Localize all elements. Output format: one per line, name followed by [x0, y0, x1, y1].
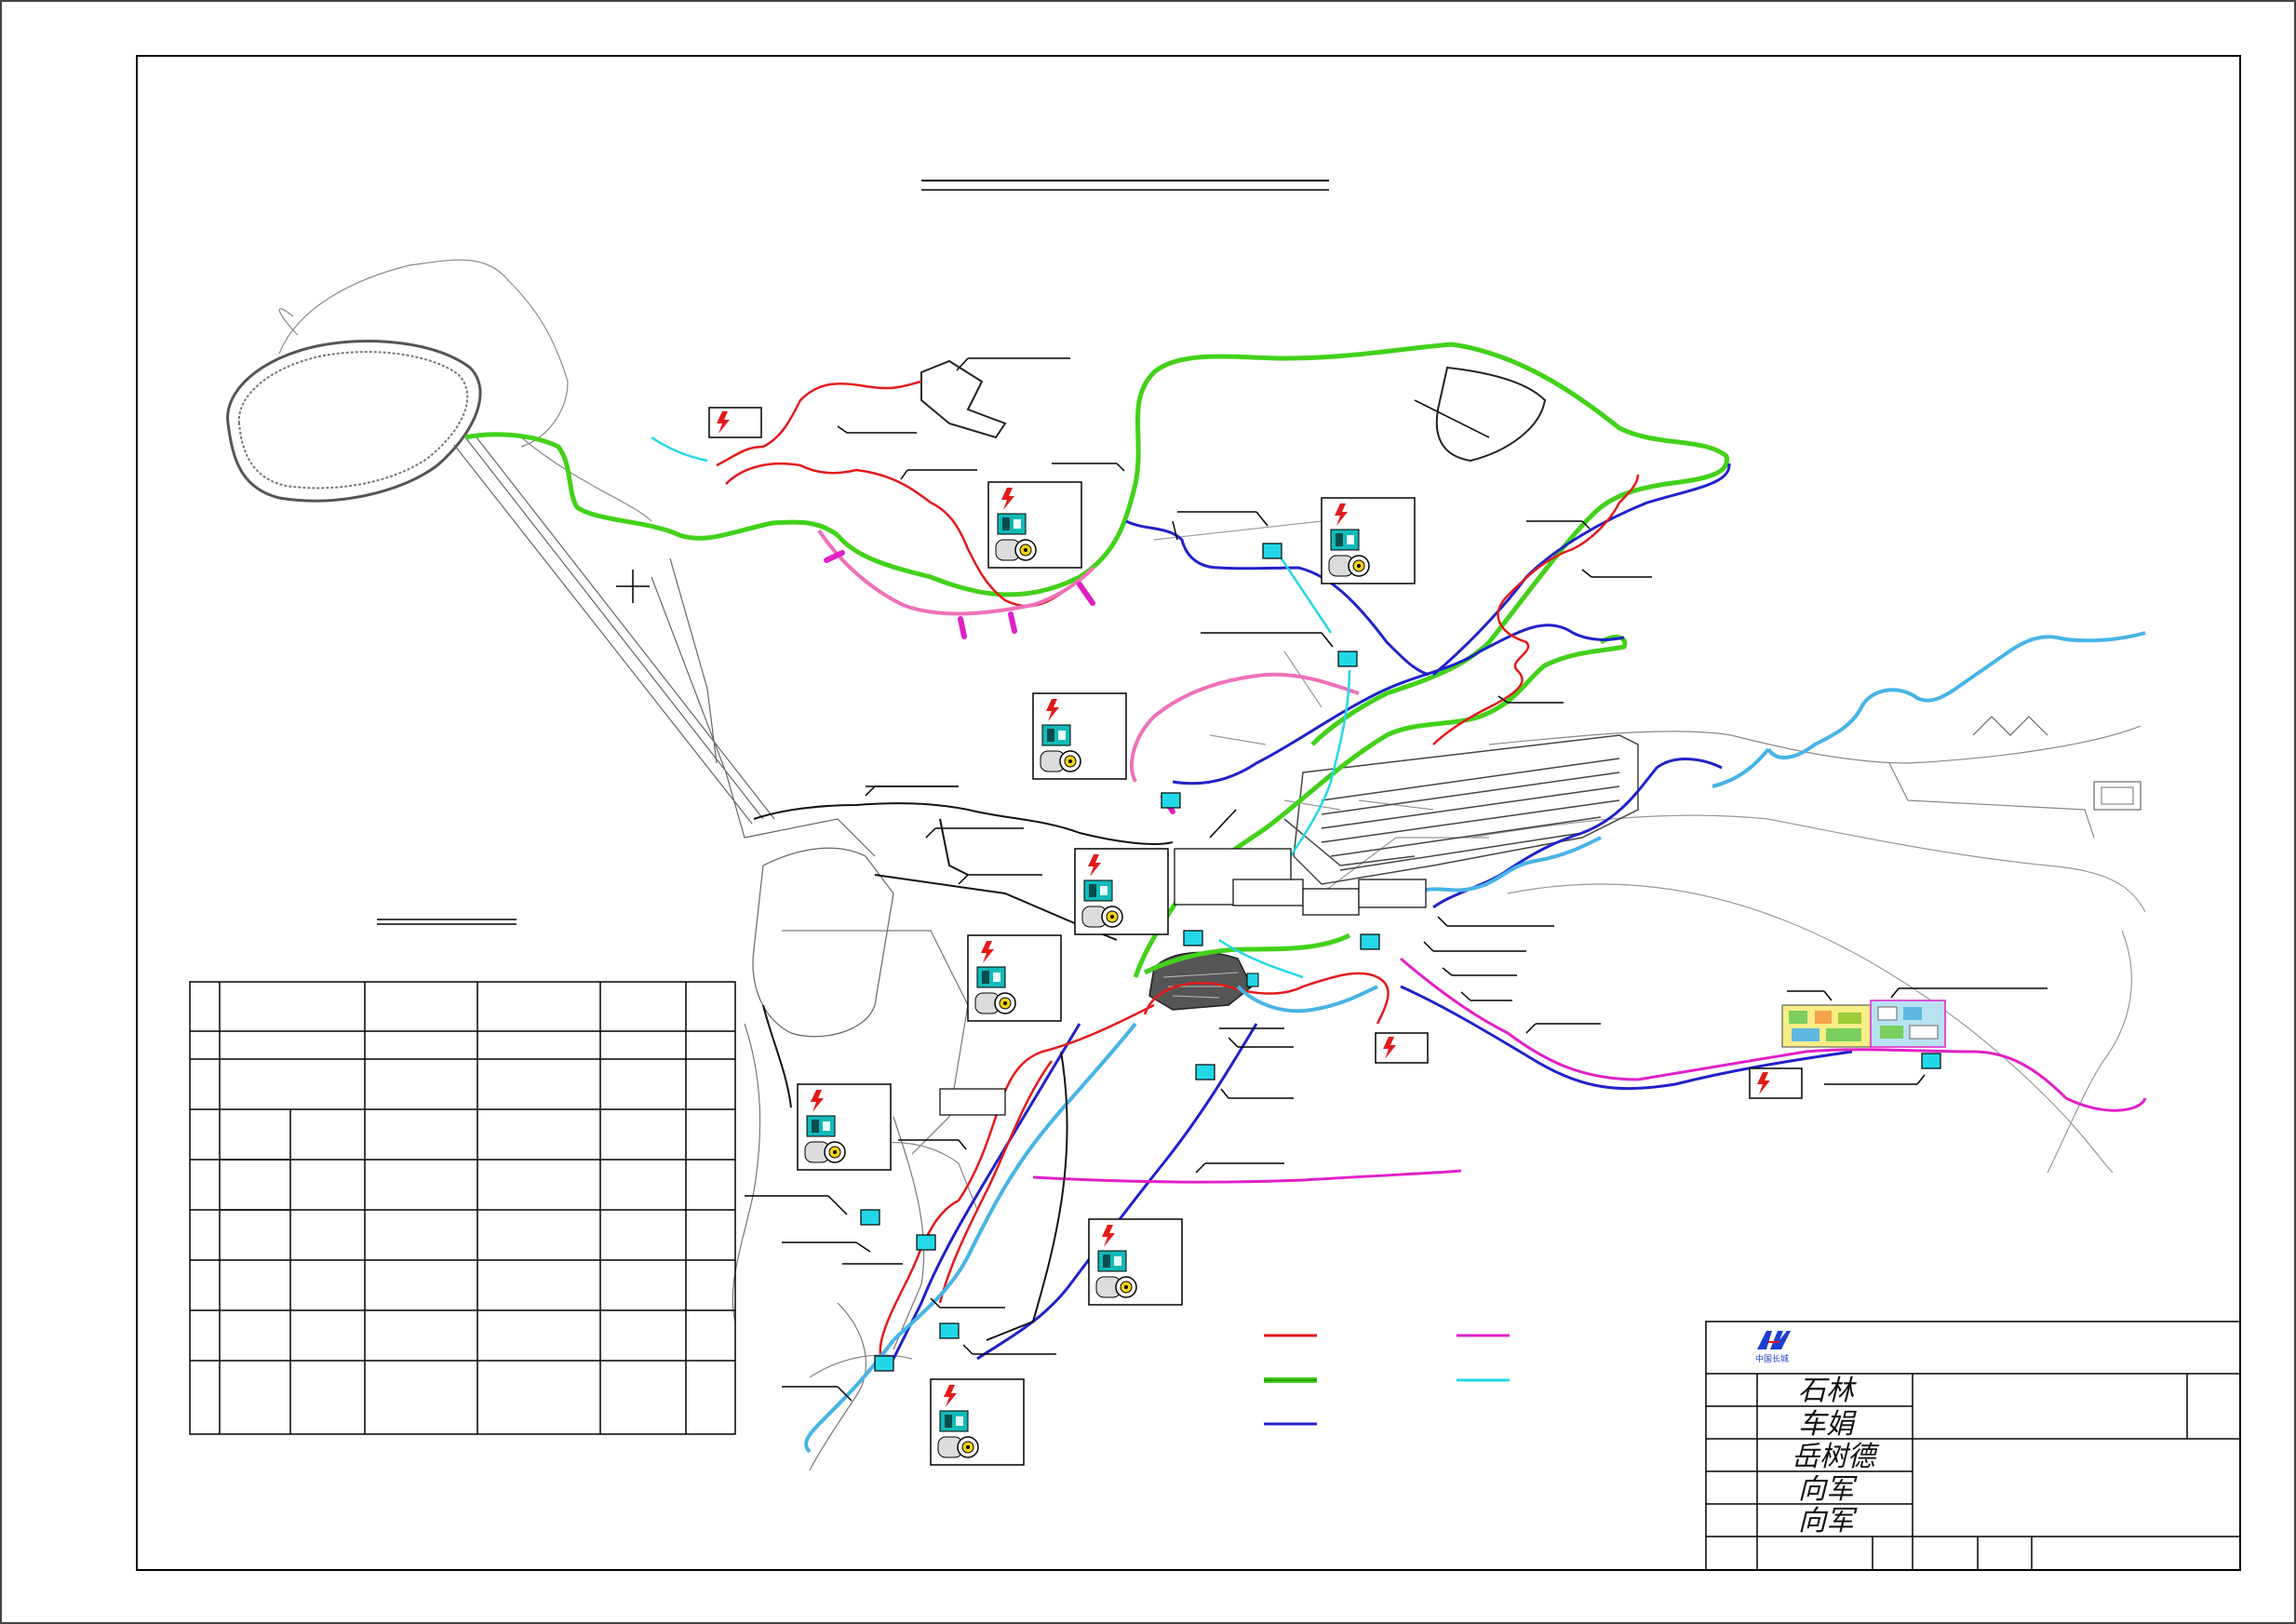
- power-lightning-icon: [708, 407, 762, 438]
- signature-approver-2: 向军: [1798, 1505, 1858, 1537]
- generator-set-icon: [797, 1083, 892, 1171]
- inner-frame: [136, 55, 2241, 1571]
- generator-set-icon: [1088, 1218, 1183, 1306]
- substation-icon: [874, 1355, 894, 1372]
- magenta-markers: [824, 550, 1175, 814]
- signatures: 石林 车娟 岳树德 向军 向军: [1792, 1375, 1880, 1537]
- residential-area: [1781, 1000, 1946, 1048]
- pink-route: [817, 529, 1360, 783]
- magenta-route: [1032, 957, 2147, 1184]
- substation-icon: [1262, 543, 1282, 559]
- terrain-basemap: [226, 259, 2146, 1471]
- substation-icon: [1195, 1064, 1215, 1080]
- generator-set-icon: [1074, 848, 1169, 935]
- main-plant-cluster: [1148, 951, 1259, 1011]
- signature-approver: 向军: [1798, 1473, 1858, 1506]
- substation-icon: [1360, 933, 1380, 950]
- substation-icon: [860, 1209, 880, 1226]
- rail-yard-facility: [1283, 734, 1639, 885]
- signature-designer: 石林: [1798, 1375, 1857, 1407]
- substation-icon: [1183, 930, 1203, 946]
- signature-reviewer: 岳树德: [1792, 1441, 1880, 1473]
- title-block: [1705, 1321, 2241, 1571]
- generator-set-icon: [1321, 497, 1416, 584]
- substation-icon: [1337, 651, 1358, 667]
- survey-cross-marker: [616, 570, 650, 603]
- substation-icon: [939, 1322, 960, 1339]
- generator-set-icon: [1032, 692, 1127, 780]
- substation-icon: [916, 1234, 936, 1251]
- line-legend: [1264, 1334, 1510, 1426]
- blue-route: [892, 463, 1853, 1361]
- company-logo: 中国长城: [1755, 1331, 1791, 1363]
- statistics-table: [189, 919, 736, 1435]
- signature-checker: 车娟: [1798, 1408, 1857, 1441]
- substation-icon: [1921, 1053, 1941, 1069]
- river-route: [804, 631, 2146, 1454]
- substation-icon: [1161, 792, 1181, 809]
- company-logo-text: 中国长城: [1755, 1353, 1789, 1363]
- plant-label-frames: [939, 848, 1427, 1116]
- power-lightning-icon: [1375, 1032, 1429, 1064]
- generator-set-icon: [930, 1378, 1025, 1466]
- power-lightning-icon: [1749, 1067, 1803, 1099]
- generator-set-icon: [967, 934, 1062, 1022]
- generator-set-icon: [987, 481, 1082, 569]
- leader-lines: [745, 357, 2048, 1402]
